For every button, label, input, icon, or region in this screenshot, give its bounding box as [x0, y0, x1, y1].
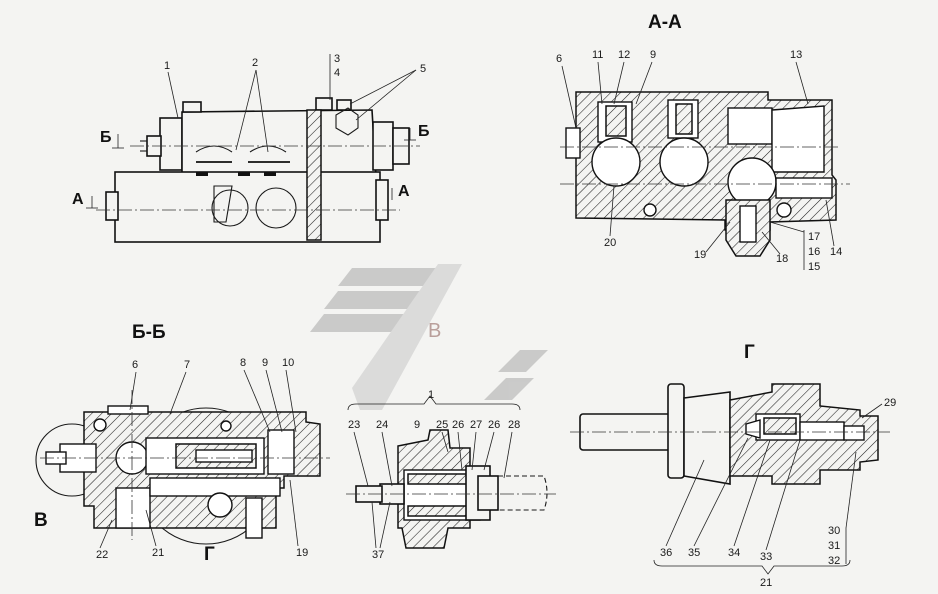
label-5: 5: [420, 63, 426, 75]
label-24: 24: [376, 419, 388, 431]
detail-marker-g: Г: [204, 544, 215, 565]
section-aa: А-А: [560, 12, 850, 257]
label-32: 32: [828, 555, 840, 567]
section-bb-labels: 6 7 8 9 10 22 21 19 В Г: [34, 357, 308, 565]
label-12: 12: [618, 49, 630, 61]
label-26b: 26: [488, 419, 500, 431]
label-bb-7: 7: [184, 359, 190, 371]
label-19: 19: [694, 249, 706, 261]
label-bb-8: 8: [240, 357, 246, 369]
label-3: 3: [334, 53, 340, 65]
cut-marker-a-right: А: [398, 183, 410, 200]
label-37: 37: [372, 549, 384, 561]
label-mid-9: 9: [414, 419, 420, 431]
label-16: 16: [808, 246, 820, 258]
label-mid-1: 1: [428, 389, 434, 401]
label-9: 9: [650, 49, 656, 61]
label-31: 31: [828, 540, 840, 552]
label-18: 18: [776, 253, 788, 265]
label-2: 2: [252, 57, 258, 69]
detail-g-labels: 29 36 35 34 33 30 31 32 21: [660, 397, 896, 589]
detail-marker-v: В: [34, 510, 48, 531]
label-15: 15: [808, 261, 820, 273]
label-27: 27: [470, 419, 482, 431]
label-bb-21: 21: [152, 547, 164, 559]
watermark-letter: В: [428, 320, 441, 342]
label-23: 23: [348, 419, 360, 431]
label-14: 14: [830, 246, 842, 258]
label-g-21: 21: [760, 577, 772, 589]
label-4: 4: [334, 67, 340, 79]
label-33: 33: [760, 551, 772, 563]
label-1: 1: [164, 60, 170, 72]
cut-marker-a-left: А: [72, 191, 84, 208]
label-11: 11: [592, 49, 603, 61]
label-34: 34: [728, 547, 740, 559]
cut-marker-b-left: Б: [100, 129, 112, 146]
label-bb-9: 9: [262, 357, 268, 369]
label-26a: 26: [452, 419, 464, 431]
section-bb: Б-Б: [35, 322, 330, 545]
label-28: 28: [508, 419, 520, 431]
label-30: 30: [828, 525, 840, 537]
label-29: 29: [884, 397, 896, 409]
main-view: [96, 97, 420, 243]
label-bb-6: 6: [132, 359, 138, 371]
section-aa-labels: 6 11 12 9 13 20 19 18 17 16 15 14: [556, 49, 842, 273]
label-bb-19: 19: [296, 547, 308, 559]
label-bb-10: 10: [282, 357, 294, 369]
label-25: 25: [436, 419, 448, 431]
middle-detail-labels: 1 23 24 9 25 26 27 26 28 37: [348, 389, 520, 561]
label-20: 20: [604, 237, 616, 249]
watermark-logo: В: [310, 264, 548, 410]
section-bb-title: Б-Б: [132, 322, 166, 343]
label-6: 6: [556, 53, 562, 65]
main-view-labels: 1 2 3 4 5 Б Б А А: [72, 53, 430, 209]
label-35: 35: [688, 547, 700, 559]
label-13: 13: [790, 49, 802, 61]
label-bb-22: 22: [96, 549, 108, 561]
label-36: 36: [660, 547, 672, 559]
detail-g-title: Г: [744, 342, 755, 363]
section-aa-title: А-А: [648, 12, 682, 33]
label-17: 17: [808, 231, 820, 243]
detail-g: Г: [570, 342, 890, 575]
cut-marker-b-right: Б: [418, 123, 430, 140]
middle-detail: [346, 395, 556, 549]
